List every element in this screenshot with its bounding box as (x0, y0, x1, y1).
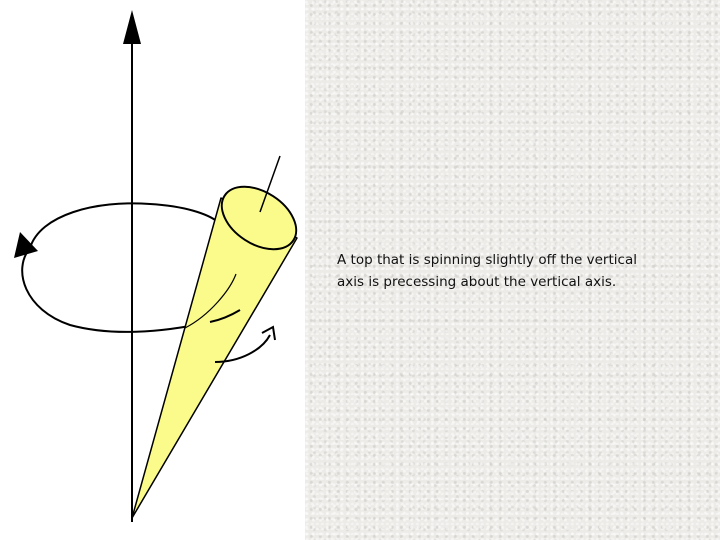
spin-rotation-arrow (214, 325, 276, 363)
vertical-axis-arrow (123, 10, 141, 522)
precession-circle-arrow (14, 202, 219, 333)
diagram-panel (0, 0, 305, 540)
precession-diagram (14, 10, 298, 522)
caption-line-1: A top that is spinning slightly off the … (337, 252, 637, 268)
text-panel (305, 0, 720, 540)
spin-axis-line (259, 155, 281, 213)
caption-text: A top that is spinning slightly off the … (337, 249, 687, 293)
caption-line-2: axis is precessing about the vertical ax… (337, 274, 617, 290)
spinning-top-cone (131, 185, 298, 519)
